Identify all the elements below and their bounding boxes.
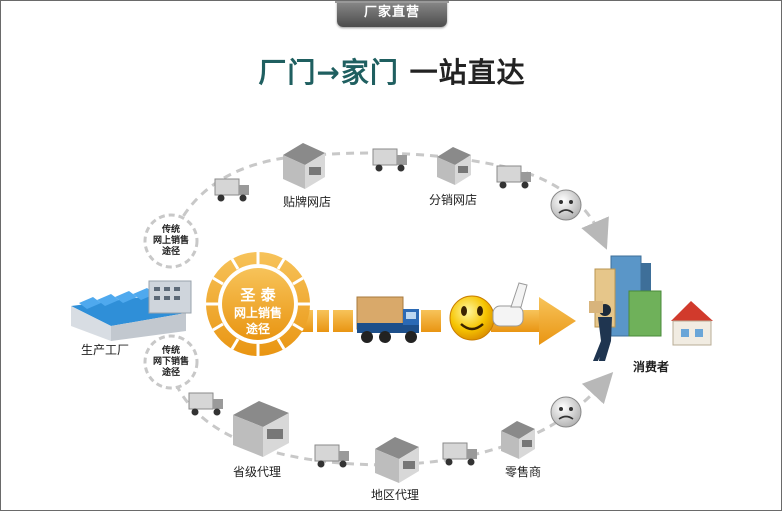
brand-route-arrow	[301, 297, 576, 345]
traditional-offline-circle	[143, 334, 199, 390]
brand-route-line1: 网上销售	[233, 306, 282, 320]
consumer-person-icon	[589, 301, 612, 361]
provincial-agent-building-icon	[233, 401, 289, 457]
upper-route-path	[169, 151, 609, 250]
regional-agent-building-icon	[375, 437, 419, 483]
consumer-label: 消费者	[633, 360, 670, 374]
brand-store-building-icon	[283, 143, 325, 189]
page-headline: 厂门→家门 一站直达	[1, 51, 781, 91]
consumer-buildings-icon	[594, 255, 713, 346]
provincial-agent-label: 省级代理	[233, 465, 282, 479]
factory-icon	[71, 280, 192, 341]
headline-part2: 一站直达	[409, 56, 526, 89]
truck-icon-1	[214, 178, 249, 202]
truck-icon-3	[496, 165, 531, 189]
brand-sunburst	[206, 252, 310, 356]
traditional-online-circle	[143, 213, 199, 269]
factory-label: 生产工厂	[81, 343, 130, 357]
traditional-offline-label: 传统 网下销售 途径	[152, 346, 189, 378]
truck-icon-2	[372, 148, 407, 172]
truck-icon-6	[442, 442, 477, 466]
brand-store-label: 贴牌网店	[283, 195, 332, 209]
brand-name: 圣 泰	[240, 286, 276, 304]
retailer-building-icon	[501, 421, 535, 459]
truck-icon-5	[314, 444, 349, 468]
brand-route-line2: 途径	[245, 322, 270, 336]
regional-agent-label: 地区代理	[371, 488, 420, 502]
smiley-thumbs-up-icon	[449, 282, 528, 341]
distribution-store-label: 分销网店	[429, 193, 478, 207]
truck-icon-4	[188, 392, 223, 416]
sad-face-icon	[550, 189, 582, 221]
traditional-online-label: 传统 网上销售 途径	[152, 225, 189, 257]
unhappy-face-icon	[550, 396, 582, 428]
header-tab: 厂家直营	[335, 1, 449, 27]
retailer-label: 零售商	[505, 465, 542, 479]
headline-part1: 厂门→家门	[258, 56, 399, 89]
distribution-store-building-icon	[437, 147, 471, 185]
brand-route-label: 圣 泰 网上销售 途径	[216, 285, 300, 337]
brand-truck-icon	[356, 296, 419, 343]
